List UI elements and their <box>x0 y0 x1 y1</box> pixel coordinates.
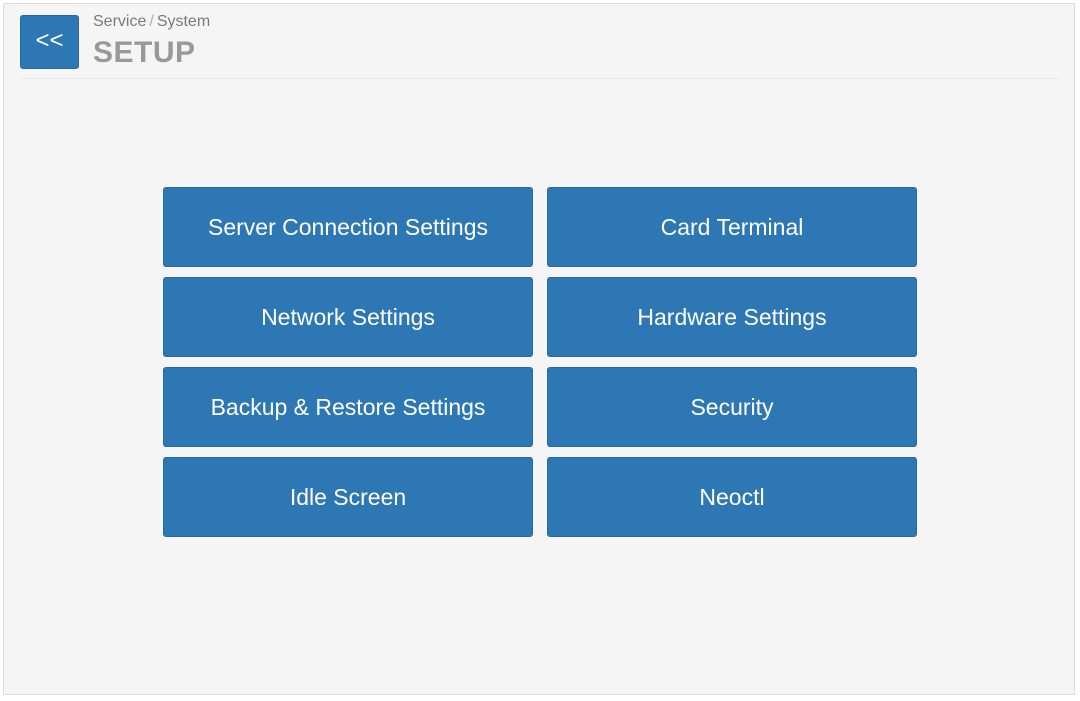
breadcrumb-separator: / <box>149 13 154 30</box>
server-connection-settings-button[interactable]: Server Connection Settings <box>163 187 533 267</box>
breadcrumb-system: System <box>156 13 211 30</box>
breadcrumb: Service/System <box>93 13 210 31</box>
backup-restore-settings-button[interactable]: Backup & Restore Settings <box>163 367 533 447</box>
setup-panel: << Service/System SETUP Server Connectio… <box>3 3 1075 695</box>
setup-menu-grid: Server Connection Settings Card Terminal… <box>163 187 917 537</box>
page-title: SETUP <box>93 36 196 69</box>
security-button[interactable]: Security <box>547 367 917 447</box>
neoctl-button[interactable]: Neoctl <box>547 457 917 537</box>
hardware-settings-button[interactable]: Hardware Settings <box>547 277 917 357</box>
card-terminal-button[interactable]: Card Terminal <box>547 187 917 267</box>
page-header: << Service/System SETUP <box>20 4 1061 79</box>
breadcrumb-service[interactable]: Service <box>93 13 147 30</box>
network-settings-button[interactable]: Network Settings <box>163 277 533 357</box>
back-button[interactable]: << <box>20 15 79 69</box>
idle-screen-button[interactable]: Idle Screen <box>163 457 533 537</box>
